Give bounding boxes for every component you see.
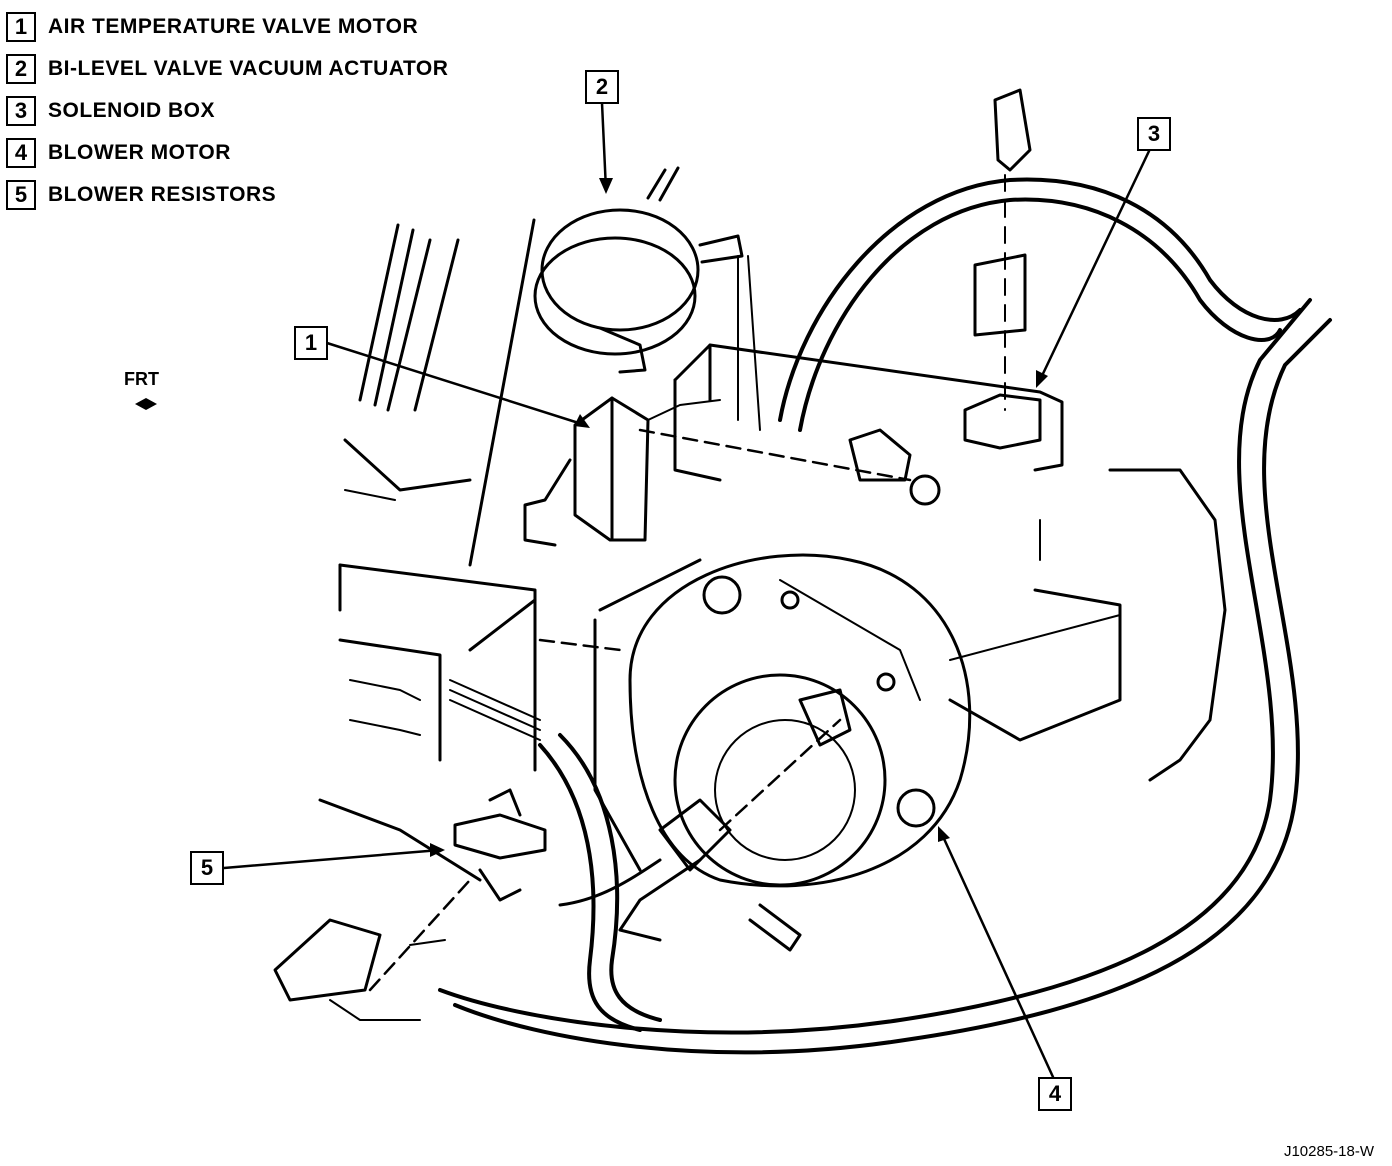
wiring-harness bbox=[438, 177, 1332, 1055]
legend: 1 AIR TEMPERATURE VALVE MOTOR 2 BI-LEVEL… bbox=[6, 6, 448, 216]
legend-item-4: 4 BLOWER MOTOR bbox=[6, 132, 448, 174]
legend-label: BI-LEVEL VALVE VACUUM ACTUATOR bbox=[48, 57, 449, 80]
callout-3: 3 bbox=[1137, 117, 1171, 151]
leader-lines bbox=[222, 101, 1152, 1079]
legend-label: BLOWER MOTOR bbox=[48, 141, 231, 164]
front-arrow-icon bbox=[135, 398, 157, 410]
dash-panel-lines bbox=[343, 218, 536, 567]
hvac-case bbox=[593, 343, 1227, 872]
air-temp-valve-motor bbox=[523, 396, 721, 547]
callout-2: 2 bbox=[585, 70, 619, 104]
callout-5: 5 bbox=[190, 851, 224, 885]
front-direction-label: FRT bbox=[124, 369, 159, 389]
legend-number: 5 bbox=[6, 180, 36, 210]
blower-motor bbox=[618, 553, 972, 952]
legend-label: AIR TEMPERATURE VALVE MOTOR bbox=[48, 15, 419, 38]
legend-item-2: 2 BI-LEVEL VALVE VACUUM ACTUATOR bbox=[6, 48, 448, 90]
legend-label: BLOWER RESISTORS bbox=[48, 183, 277, 206]
blower-resistors bbox=[273, 788, 547, 1021]
legend-number: 3 bbox=[6, 96, 36, 126]
legend-item-5: 5 BLOWER RESISTORS bbox=[6, 174, 448, 216]
legend-number: 2 bbox=[6, 54, 36, 84]
legend-number: 4 bbox=[6, 138, 36, 168]
figure-id: J10285-18-W bbox=[1283, 1143, 1374, 1160]
vacuum-actuator bbox=[533, 166, 761, 431]
lower-duct bbox=[318, 563, 541, 882]
legend-item-1: 1 AIR TEMPERATURE VALVE MOTOR bbox=[6, 6, 448, 48]
callout-1: 1 bbox=[294, 326, 328, 360]
arrowheads bbox=[430, 178, 1048, 857]
legend-item-3: 3 SOLENOID BOX bbox=[6, 90, 448, 132]
callout-4: 4 bbox=[1038, 1077, 1072, 1111]
legend-number: 1 bbox=[6, 12, 36, 42]
solenoid-box bbox=[848, 88, 1042, 506]
legend-label: SOLENOID BOX bbox=[48, 99, 216, 122]
